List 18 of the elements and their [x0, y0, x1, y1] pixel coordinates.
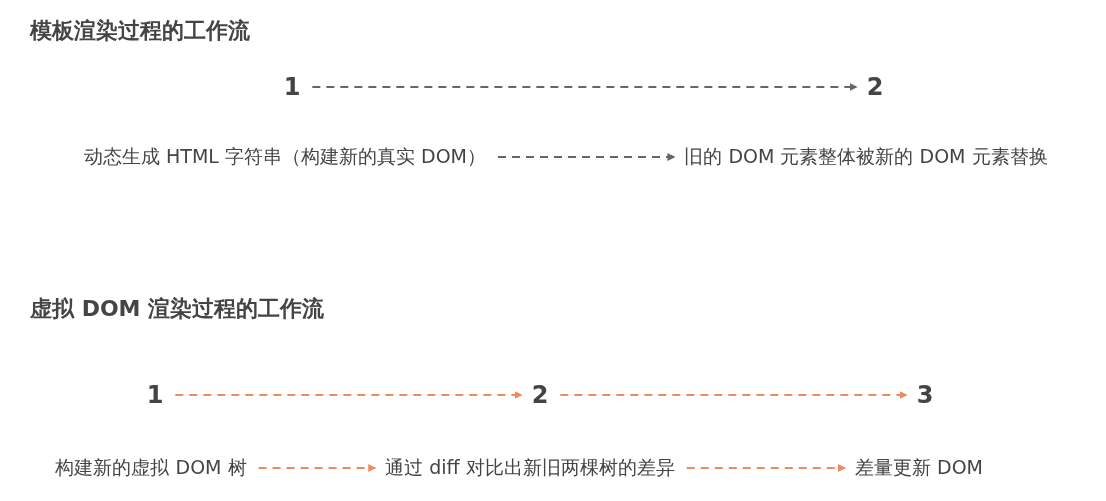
step-number: 2 [866, 73, 884, 101]
step-number: 3 [916, 381, 934, 409]
arrow [257, 464, 377, 472]
arrow [174, 391, 523, 399]
step-text: 动态生成 HTML 字符串（构建新的真实 DOM） [84, 144, 486, 170]
arrow [311, 83, 858, 91]
step-number: 2 [531, 381, 549, 409]
step-text: 差量更新 DOM [855, 455, 983, 481]
step-text: 构建新的虚拟 DOM 树 [55, 455, 247, 481]
step-number: 1 [146, 381, 164, 409]
step-text: 旧的 DOM 元素整体被新的 DOM 元素替换 [684, 144, 1048, 170]
step-number: 1 [283, 73, 301, 101]
step-text: 通过 diff 对比出新旧两棵树的差异 [385, 455, 675, 481]
section-heading: 虚拟 DOM 渲染过程的工作流 [30, 295, 325, 323]
section-heading: 模板渲染过程的工作流 [30, 17, 250, 45]
arrow [685, 464, 846, 472]
arrow [559, 391, 908, 399]
arrow [497, 153, 676, 161]
